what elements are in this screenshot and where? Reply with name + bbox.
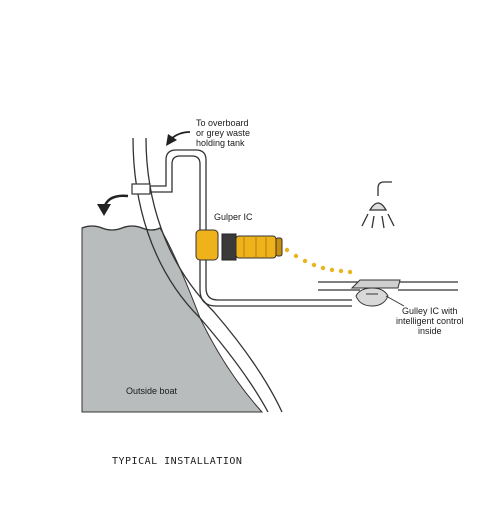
gulper-pump xyxy=(195,229,283,261)
shower-floor xyxy=(318,281,458,291)
water-surface xyxy=(81,225,161,231)
through-hull-fitting xyxy=(131,183,151,195)
overboard-label: To overboard or grey waste holding tank xyxy=(196,118,250,148)
discharge-pipe-outer xyxy=(150,149,207,232)
intake-pipe-inner xyxy=(199,256,352,307)
outside-boat-label: Outside boat xyxy=(126,386,178,396)
gulley-line-1: Gulley IC with xyxy=(402,306,458,316)
overboard-line-3: holding tank xyxy=(196,138,245,148)
signal-dots xyxy=(284,247,353,275)
gulley-leader xyxy=(385,295,405,307)
gulley-label: Gulley IC with intelligent control insid… xyxy=(396,306,464,336)
overboard-line-2: or grey waste xyxy=(196,128,251,138)
gulley-line-2: intelligent control xyxy=(396,316,464,326)
overboard-line-1: To overboard xyxy=(196,118,249,128)
discharge-pipe-inner xyxy=(150,155,201,232)
curved-arrow-icon xyxy=(166,131,191,146)
shower-head-icon xyxy=(361,181,395,229)
gulley-line-3: inside xyxy=(418,326,442,336)
gulley-drain xyxy=(350,279,401,307)
caption: TYPICAL INSTALLATION xyxy=(112,456,243,467)
gulper-label: Gulper IC xyxy=(214,212,253,222)
overboard-arrow-icon xyxy=(97,194,129,216)
intake-pipe-outer xyxy=(205,256,352,301)
